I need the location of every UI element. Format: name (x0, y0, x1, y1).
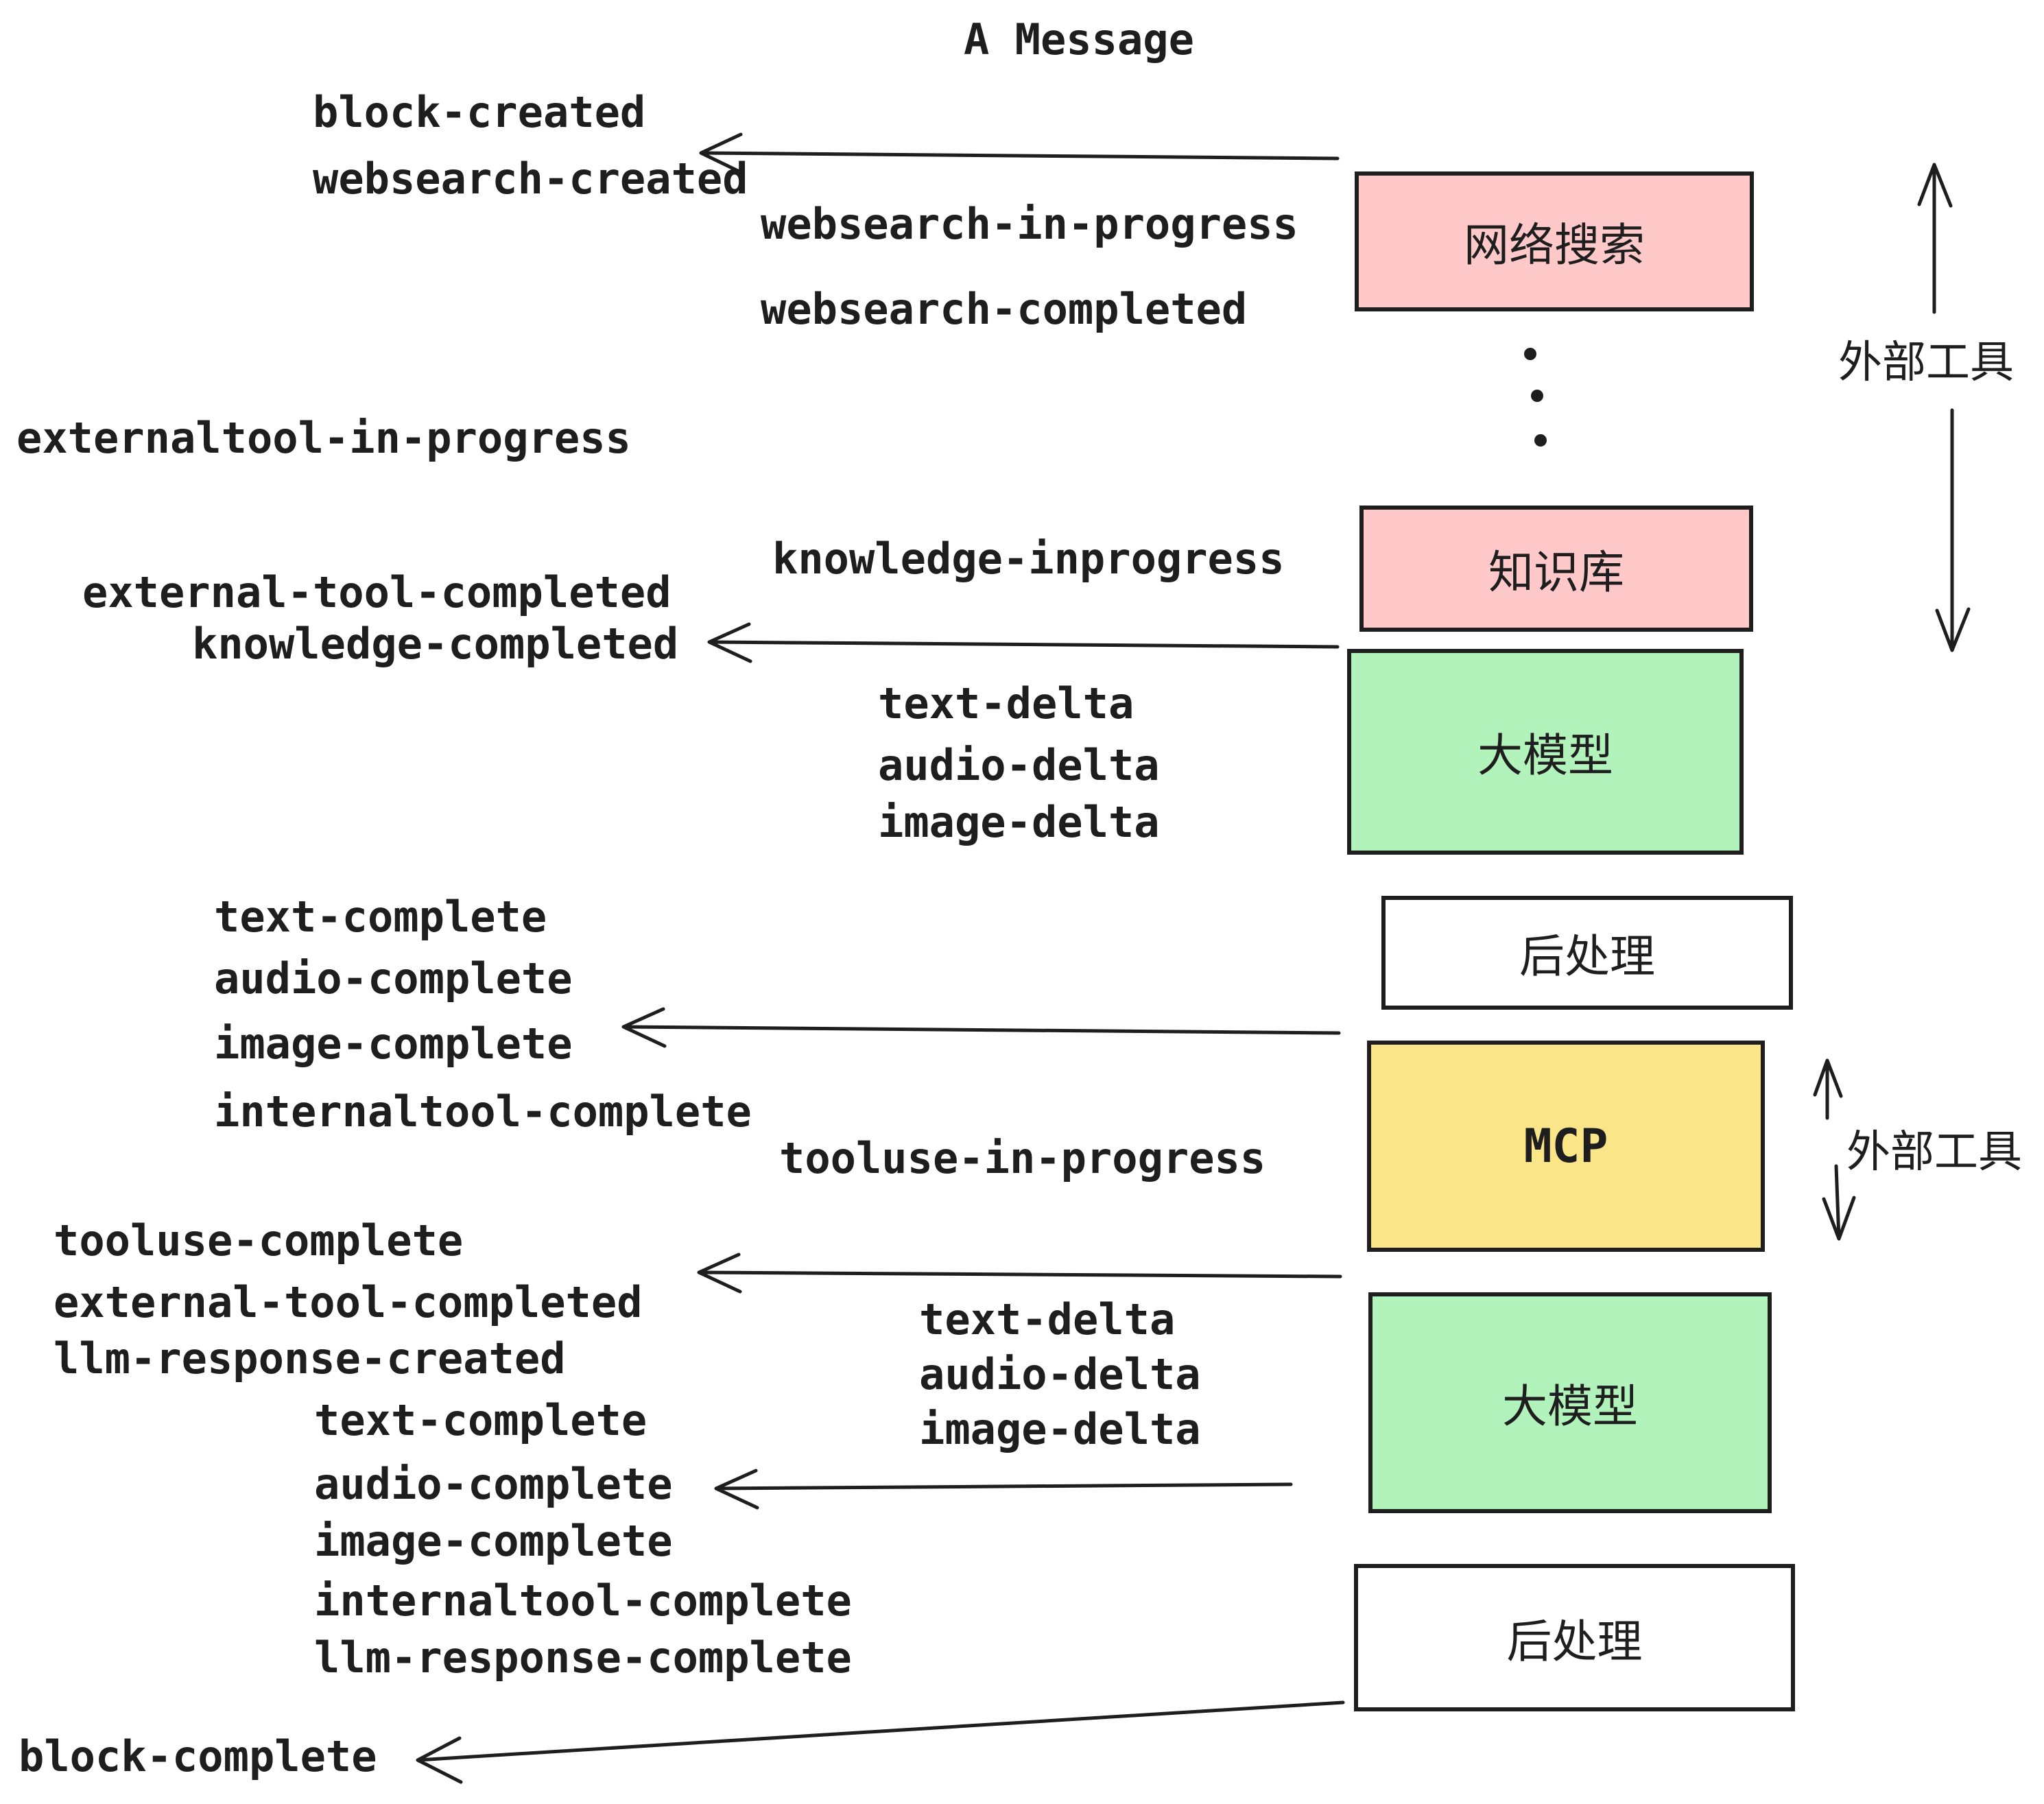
event-label-websearch-in-progress: websearch-in-progress (761, 199, 1298, 249)
ellipsis-dot (1534, 434, 1547, 447)
event-label-block-created: block-created (313, 87, 646, 137)
box-mcp-label: MCP (1523, 1119, 1608, 1174)
event-label-text-delta-1: text-delta (878, 678, 1134, 728)
event-label-image-complete-2: image-complete (314, 1516, 673, 1566)
event-label-externaltool-in-progress: externaltool-in-progress (16, 413, 631, 463)
box-websearch-label: 网络搜索 (1464, 219, 1645, 272)
event-label-external-tool-completed: external-tool-completed (82, 567, 672, 617)
box-llm-1: 大模型 (1347, 649, 1744, 855)
box-llm-2-label: 大模型 (1502, 1380, 1638, 1433)
event-label-text-delta-2: text-delta (919, 1294, 1176, 1344)
box-knowledge: 知识库 (1359, 506, 1753, 632)
event-label-llm-response-created: llm-response-created (54, 1333, 566, 1384)
event-label-audio-delta-2: audio-delta (919, 1349, 1201, 1399)
box-knowledge-label: 知识库 (1488, 546, 1624, 599)
event-label-tooluse-in-progress: tooluse-in-progress (779, 1133, 1266, 1183)
box-postprocess-1: 后处理 (1381, 896, 1793, 1010)
event-label-image-complete-1: image-complete (214, 1019, 573, 1069)
ellipsis-dot (1531, 390, 1543, 402)
arrow-websearch-created (699, 132, 1340, 175)
external-tools-label-mcp: 外部工具 (1846, 1127, 2022, 1178)
external-tools-label-top: 外部工具 (1838, 337, 2014, 388)
event-label-knowledge-completed: knowledge-completed (192, 619, 679, 669)
event-label-audio-complete-2: audio-complete (314, 1459, 673, 1509)
box-postprocess-2-label: 后处理 (1506, 1615, 1643, 1668)
event-label-tooluse-complete: tooluse-complete (54, 1215, 464, 1266)
event-label-audio-delta-1: audio-delta (878, 740, 1160, 790)
arrow-knowledge-completed (707, 622, 1340, 663)
box-llm-2: 大模型 (1368, 1292, 1772, 1513)
event-label-text-complete-1: text-complete (214, 892, 547, 942)
arrow-internal-complete-1 (621, 1007, 1341, 1048)
arrow-tooluse-complete (697, 1253, 1342, 1294)
box-llm-1-label: 大模型 (1477, 729, 1613, 782)
event-label-external-tool-completed-2: external-tool-completed (54, 1277, 643, 1327)
box-mcp: MCP (1367, 1041, 1765, 1252)
event-label-block-complete: block-complete (19, 1731, 377, 1781)
event-label-audio-complete-1: audio-complete (214, 953, 573, 1004)
event-label-knowledge-inprogress: knowledge-inprogress (772, 534, 1285, 584)
event-label-internaltool-complete-2: internaltool-complete (314, 1576, 852, 1626)
event-label-websearch-completed: websearch-completed (761, 284, 1248, 334)
event-label-llm-response-complete: llm-response-complete (314, 1633, 852, 1683)
arrow-mcp-tools-up (1813, 1058, 1843, 1120)
arrow-external-tools-up (1917, 163, 1953, 314)
page-title: A Message (964, 14, 1194, 64)
arrow-external-tools-down (1935, 408, 1971, 652)
event-label-image-delta-2: image-delta (919, 1404, 1201, 1454)
event-label-image-delta-1: image-delta (878, 797, 1160, 847)
box-postprocess-2: 后处理 (1354, 1564, 1795, 1711)
event-label-internaltool-complete-1: internaltool-complete (214, 1087, 752, 1137)
ellipsis-dot (1524, 348, 1536, 360)
box-websearch: 网络搜索 (1355, 171, 1754, 311)
box-postprocess-1-label: 后处理 (1519, 930, 1655, 983)
event-label-websearch-created: websearch-created (313, 154, 748, 204)
arrow-block-complete (416, 1700, 1345, 1784)
event-label-text-complete-2: text-complete (314, 1395, 647, 1445)
arrow-audio-complete-2 (714, 1469, 1293, 1510)
